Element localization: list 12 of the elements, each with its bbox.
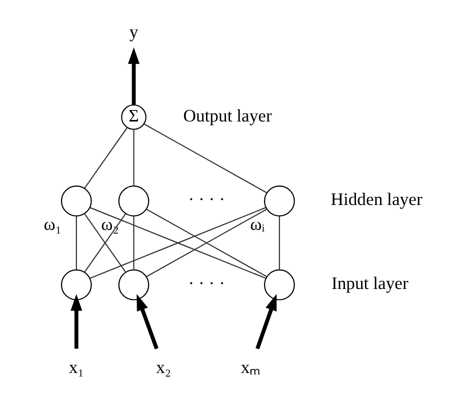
label: Hidden layer	[330, 188, 422, 209]
node-label: ω₂	[100, 214, 118, 234]
node-text: xₘ	[240, 356, 260, 376]
node-label: ωᵢ	[250, 214, 264, 234]
label: · · · ·	[188, 188, 224, 209]
label: Output layer	[182, 104, 272, 125]
node-label: ω₁	[43, 214, 62, 234]
node-text: x₁	[68, 356, 84, 376]
label: · · · ·	[188, 272, 224, 293]
node-text: y	[128, 20, 138, 41]
label: Input layer	[330, 272, 408, 293]
node-text: x₂	[156, 356, 171, 376]
